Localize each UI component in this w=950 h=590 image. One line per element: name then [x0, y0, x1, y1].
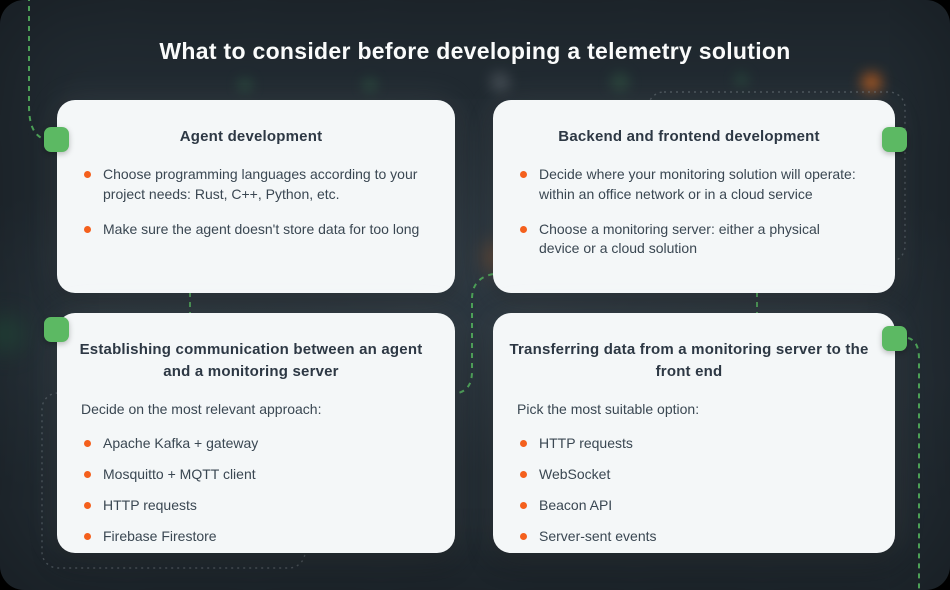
bullet-text: Choose a monitoring server: either a phy…	[539, 220, 820, 257]
bullet-dot-icon	[84, 501, 91, 509]
card-heading: Agent development	[179, 128, 323, 145]
card-intro: Pick the most suitable option:	[517, 400, 700, 417]
bullet-list: Decide where your monitoring solution wi…	[517, 165, 861, 260]
bullet-dot-icon	[520, 170, 527, 178]
page-title: What to consider before developing a tel…	[159, 38, 791, 64]
card-communication: Establishing communication between an ag…	[57, 313, 455, 553]
bullet-text: Make sure the agent doesn't store data f…	[103, 220, 420, 237]
bullet-dot-icon	[520, 440, 527, 448]
card-intro: Decide on the most relevant approach:	[81, 400, 322, 417]
bullet-dot-icon	[520, 225, 527, 233]
list-item: Firebase Firestore	[84, 527, 421, 547]
bullet-text: Server-sent events	[539, 527, 657, 544]
list-item: Make sure the agent doesn't store data f…	[84, 220, 421, 240]
bullet-text: Beacon API	[539, 496, 613, 513]
card-agent-development: Agent development Choose programming lan…	[57, 100, 455, 293]
list-item: HTTP requests	[84, 496, 421, 516]
accent-square	[44, 317, 69, 342]
bullet-text: WebSocket	[539, 465, 611, 482]
bullet-dot-icon	[84, 440, 91, 448]
list-item: Choose a monitoring server: either a phy…	[520, 220, 861, 260]
dashed-curve-center	[453, 273, 494, 395]
dashed-line-top-left	[28, 0, 45, 140]
bullet-list: HTTP requests WebSocket Beacon API Serve…	[517, 434, 861, 547]
bullet-dot-icon	[84, 470, 91, 478]
accent-square	[882, 127, 907, 152]
bullet-list: Choose programming languages according t…	[81, 165, 421, 240]
bullet-dot-icon	[84, 532, 91, 540]
list-item: Server-sent events	[520, 527, 861, 547]
bullet-text: HTTP requests	[103, 496, 197, 513]
bullet-text: Decide where your monitoring solution wi…	[539, 165, 856, 202]
list-item: Mosquitto + MQTT client	[84, 465, 421, 485]
dashed-outline-top-right	[647, 91, 906, 263]
bullet-text: Firebase Firestore	[103, 527, 217, 544]
card-heading: Establishing communication between an ag…	[79, 341, 423, 380]
list-item: Decide where your monitoring solution wi…	[520, 165, 861, 205]
card-heading: Backend and frontend development	[558, 128, 820, 145]
bullet-text: HTTP requests	[539, 435, 633, 452]
accent-square	[44, 127, 69, 152]
bullet-dot-icon	[520, 470, 527, 478]
card-heading: Transferring data from a monitoring serv…	[509, 341, 869, 380]
dashed-line-bottom-right	[907, 337, 920, 590]
bullet-text: Apache Kafka + gateway	[103, 435, 259, 452]
card-transferring-data: Transferring data from a monitoring serv…	[493, 313, 895, 553]
bullet-dot-icon	[520, 532, 527, 540]
bullet-dot-icon	[84, 170, 91, 178]
card-backend-frontend: Backend and frontend development Decide …	[493, 100, 895, 293]
accent-square	[882, 326, 907, 351]
bullet-list: Apache Kafka + gateway Mosquitto + MQTT …	[81, 434, 421, 547]
list-item: WebSocket	[520, 465, 861, 485]
list-item: Choose programming languages according t…	[84, 165, 421, 205]
list-item: Beacon API	[520, 496, 861, 516]
bullet-dot-icon	[520, 501, 527, 509]
bullet-text: Choose programming languages according t…	[103, 165, 418, 202]
list-item: HTTP requests	[520, 434, 861, 454]
bullet-text: Mosquitto + MQTT client	[103, 465, 256, 482]
list-item: Apache Kafka + gateway	[84, 434, 421, 454]
bullet-dot-icon	[84, 225, 91, 233]
